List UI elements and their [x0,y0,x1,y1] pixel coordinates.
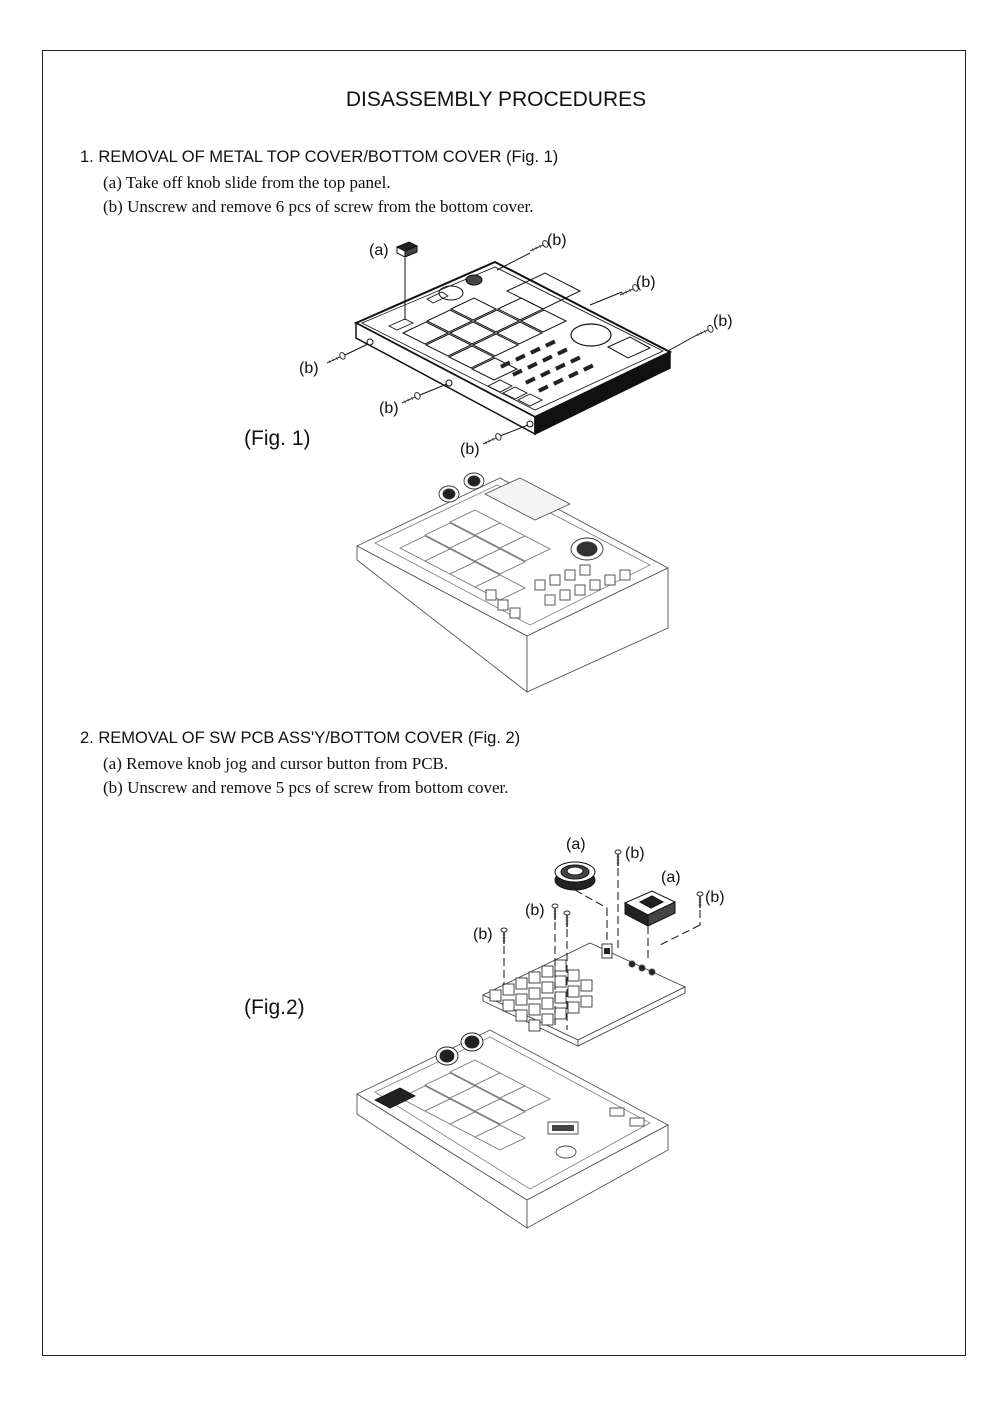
fig1-top-cover [353,260,673,436]
page-title: DISASSEMBLY PROCEDURES [345,88,647,111]
section1-step-a: (a) Take off knob slide from the top pan… [103,173,391,192]
section2-step-a: (a) Remove knob jog and cursor button fr… [103,754,449,773]
page-border [42,50,966,1356]
fig1-callout-b: (b) [379,400,399,417]
fig2-screws [500,849,704,1030]
fig1-screws [324,238,715,448]
fig2-knob-jog [554,861,596,891]
section1-heading: 1. REMOVAL OF METAL TOP COVER/BOTTOM COV… [80,148,559,166]
fig2-sw-pcb [481,942,687,1047]
fig1-chassis [355,472,669,693]
fig1-label: (Fig. 1) [244,427,311,450]
fig1-callout-b: (b) [460,441,480,458]
section2-step-b: (b) Unscrew and remove 5 pcs of screw fr… [103,778,509,797]
fig2-chassis [356,1029,669,1229]
fig2-callout-b: (b) [473,926,493,943]
fig1-knob-slide [395,241,419,320]
section1-step-b: (b) Unscrew and remove 6 pcs of screw fr… [103,197,534,216]
fig2-callout-b: (b) [525,902,545,919]
section2-heading: 2. REMOVAL OF SW PCB ASS'Y/BOTTOM COVER … [80,729,521,747]
fig2-callout-a: (a) [661,869,681,886]
fig1-callout-b: (b) [713,313,733,330]
fig1-callout-a: (a) [369,242,389,259]
fig1-callout-b: (b) [299,360,319,377]
fig2-callout-b: (b) [625,845,645,862]
fig2-cursor-button [623,890,677,927]
fig2-callout-a: (a) [566,836,586,853]
fig1-callout-b: (b) [547,232,567,249]
fig2-label: (Fig.2) [244,996,305,1019]
fig2-callout-b: (b) [705,889,725,906]
fig1-callout-b: (b) [636,274,656,291]
